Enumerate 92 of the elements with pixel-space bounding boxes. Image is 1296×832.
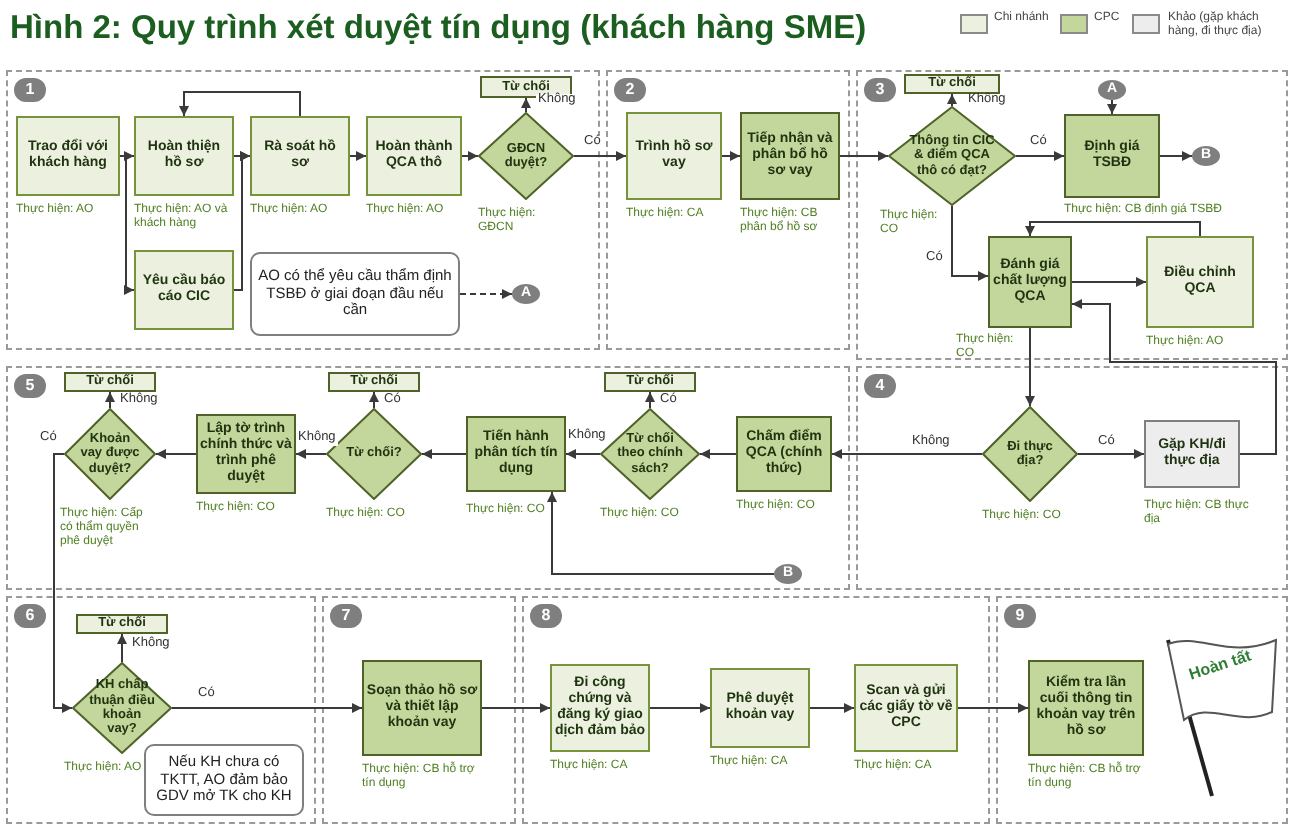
process-box <box>736 416 832 492</box>
stage-number: 5 <box>14 374 46 398</box>
stage-panel <box>6 596 316 824</box>
process-box <box>988 236 1072 328</box>
stage-panel <box>6 366 850 590</box>
flag-label: Hoàn tất <box>1186 646 1254 684</box>
arrow <box>1159 151 1193 161</box>
arrow <box>349 151 367 161</box>
arrow <box>233 151 251 291</box>
stage-panel <box>6 70 600 350</box>
dashed-arrow <box>459 289 513 299</box>
stage-panel <box>606 70 850 350</box>
process-box <box>740 112 840 200</box>
diagram-title: Hình 2: Quy trình xét duyệt tín dụng (khách hàng SME) <box>10 10 867 48</box>
stage-number: 7 <box>330 604 362 628</box>
stage-number: 2 <box>614 78 646 102</box>
arrow <box>119 155 135 295</box>
process-box <box>1028 660 1144 756</box>
process-box <box>1064 114 1160 198</box>
arrow <box>951 205 989 281</box>
arrow <box>547 491 775 575</box>
arrow <box>809 703 855 713</box>
note-box <box>250 252 460 336</box>
connector-circle <box>774 564 802 584</box>
reject-box <box>328 372 420 392</box>
process-box <box>250 116 350 196</box>
arrow <box>699 449 737 459</box>
arrow <box>1025 327 1035 407</box>
arrow <box>171 703 363 713</box>
process-box <box>854 664 958 752</box>
connector-circle <box>512 284 540 304</box>
stage-number: 4 <box>864 374 896 398</box>
process-box <box>1146 236 1254 328</box>
stage-number: 1 <box>14 78 46 102</box>
stage-panel <box>522 596 990 824</box>
stage-number: 3 <box>864 78 896 102</box>
arrow <box>155 449 197 459</box>
arrow <box>53 453 73 713</box>
process-box <box>16 116 120 196</box>
arrow <box>1071 277 1147 287</box>
arrow <box>573 151 627 161</box>
reject-box <box>64 372 156 392</box>
arrow <box>565 449 601 459</box>
decision-diamond <box>982 406 1078 502</box>
reject-box <box>904 74 1000 94</box>
arrow <box>1071 299 1277 455</box>
arrow <box>831 449 983 459</box>
decision-diamond <box>888 106 1016 206</box>
arrow <box>295 449 327 459</box>
stage-panel <box>856 366 1288 590</box>
stage-panel <box>996 596 1288 824</box>
arrow <box>649 703 711 713</box>
arrow <box>1025 221 1201 237</box>
decision-diamond <box>72 662 172 754</box>
process-box <box>1144 420 1240 488</box>
arrow <box>1107 99 1117 115</box>
decision-diamond <box>478 112 574 200</box>
process-box <box>550 664 650 752</box>
process-box <box>626 112 722 200</box>
arrow <box>119 151 135 161</box>
arrow <box>421 449 467 459</box>
process-box <box>134 250 234 330</box>
arrow <box>957 703 1029 713</box>
process-box <box>710 668 810 748</box>
stage-number: 8 <box>530 604 562 628</box>
connector-circle <box>1098 80 1126 100</box>
arrow <box>369 391 379 409</box>
stage-panel <box>856 70 1288 360</box>
arrow <box>105 391 115 409</box>
stage-number: 6 <box>14 604 46 628</box>
arrow <box>521 97 531 113</box>
process-box <box>466 416 566 492</box>
reject-box <box>604 372 696 392</box>
stage-panel <box>322 596 516 824</box>
process-box <box>366 116 462 196</box>
arrow <box>645 391 655 409</box>
arrow <box>947 93 957 107</box>
stage-number: 9 <box>1004 604 1036 628</box>
arrow <box>1077 449 1145 459</box>
connector-circle <box>1192 146 1220 166</box>
arrow <box>481 703 551 713</box>
arrow <box>117 633 127 663</box>
arrow <box>839 151 889 161</box>
arrow <box>721 151 741 161</box>
reject-box <box>76 614 168 634</box>
arrow <box>461 151 479 161</box>
decision-diamond <box>64 408 156 500</box>
process-box <box>134 116 234 196</box>
arrow <box>179 91 301 117</box>
note-box <box>144 744 304 816</box>
process-box <box>362 660 482 756</box>
arrow <box>1015 151 1065 161</box>
